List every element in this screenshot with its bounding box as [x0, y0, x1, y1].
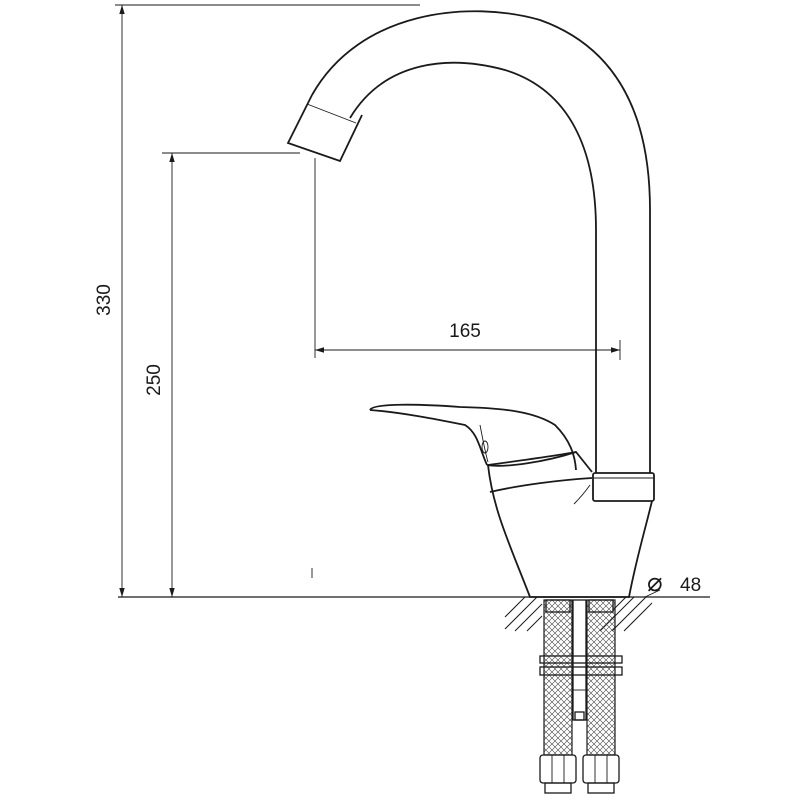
- diameter-symbol: ⌀: [647, 567, 663, 597]
- spout-height-label: 250: [144, 364, 165, 396]
- countertop-hatching: [504, 596, 653, 632]
- lever-handle: [369, 403, 577, 471]
- base-diameter-label: 48: [680, 575, 701, 596]
- spout-reach-dimension: 165: [314, 158, 621, 360]
- base-diameter-callout: ⌀ 48: [644, 567, 701, 598]
- spout-reach-label: 165: [449, 321, 481, 342]
- spout-height-dimension: 250: [144, 152, 300, 597]
- countertop-line: [118, 568, 710, 598]
- swivel-spout: [286, 10, 655, 502]
- total-height-dimension: 330: [94, 4, 420, 597]
- supply-hoses: [539, 599, 623, 794]
- total-height-label: 330: [94, 284, 115, 316]
